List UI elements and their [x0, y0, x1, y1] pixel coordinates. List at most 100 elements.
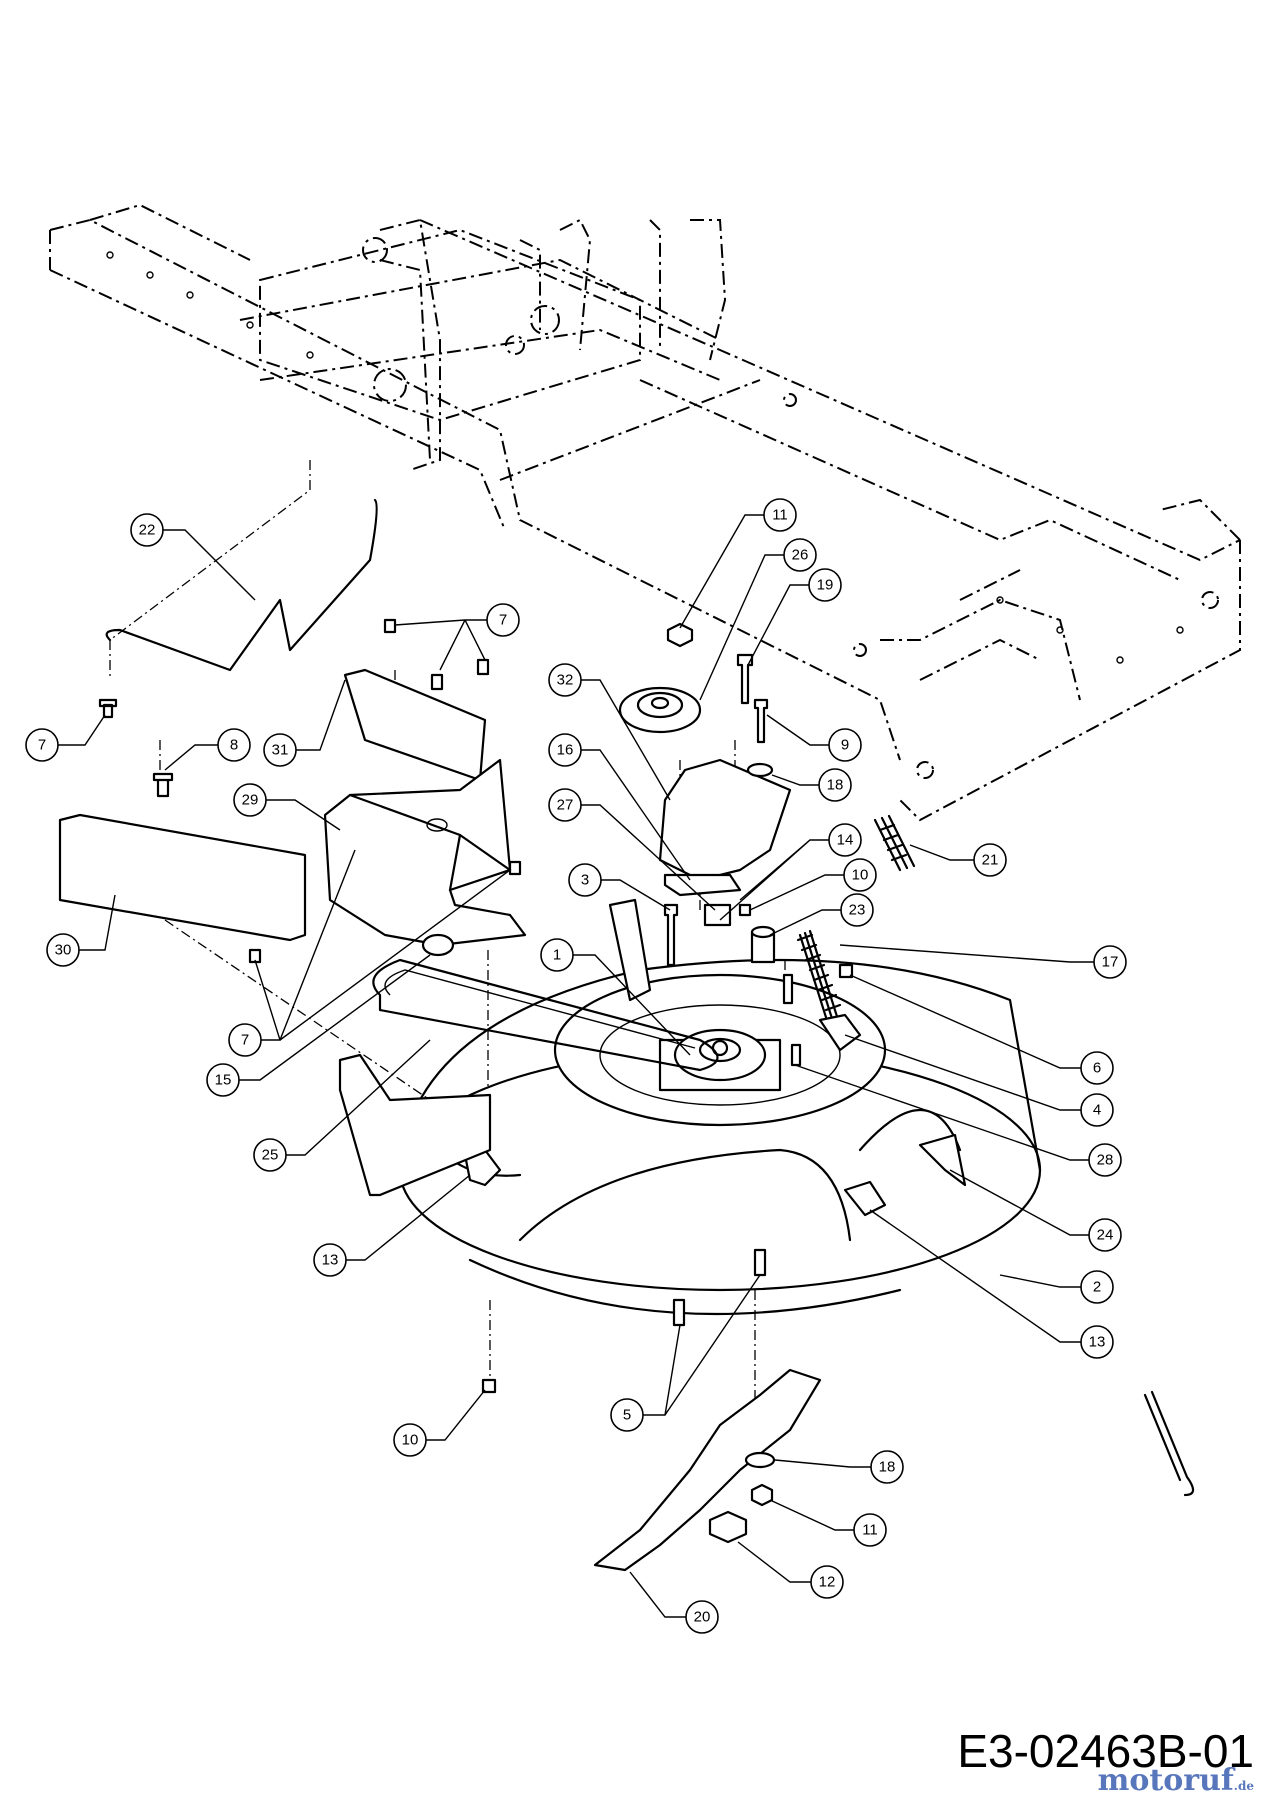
callout-9: 9: [828, 728, 862, 762]
part-20-blade: [593, 1368, 822, 1572]
svg-text:13: 13: [1089, 1334, 1106, 1351]
svg-text:11: 11: [772, 507, 788, 524]
part-3-bolt: [663, 903, 679, 967]
part-9-bolt: [753, 698, 769, 744]
callout-6: 6: [1080, 1051, 1114, 1085]
part-12-blade-adapter: [708, 1510, 748, 1544]
callout-25: 25: [253, 1138, 287, 1172]
svg-text:6: 6: [1093, 1060, 1101, 1077]
mower-deck: [398, 958, 1042, 1316]
tractor-frame: [49, 203, 1241, 822]
callout-31: 31: [263, 733, 297, 767]
callout-11-top: 11: [763, 498, 797, 532]
svg-text:32: 32: [557, 672, 574, 689]
svg-text:5: 5: [623, 1407, 631, 1424]
svg-text:13: 13: [322, 1252, 339, 1269]
callout-3: 3: [568, 863, 602, 897]
svg-text:22: 22: [139, 522, 156, 539]
spare-spring: [1143, 1390, 1195, 1497]
svg-text:7: 7: [241, 1032, 249, 1049]
part-22-rod: [105, 498, 378, 672]
part-11-nut-lower: [750, 1483, 774, 1507]
part-bracket-1: [608, 898, 652, 1002]
svg-text:12: 12: [819, 1574, 836, 1591]
callout-24: 24: [1088, 1218, 1122, 1252]
svg-text:9: 9: [841, 737, 849, 754]
callout-29: 29: [233, 783, 267, 817]
svg-text:24: 24: [1097, 1227, 1114, 1244]
svg-text:18: 18: [879, 1459, 896, 1476]
callout-12: 12: [810, 1565, 844, 1599]
part-10-nut-lower: [481, 1378, 497, 1394]
part-27-plate: [703, 903, 732, 927]
callout-2: 2: [1080, 1270, 1114, 1304]
part-28-pin: [782, 973, 794, 1005]
callout-16: 16: [548, 733, 582, 767]
svg-text:3: 3: [581, 872, 589, 889]
callout-4: 4: [1080, 1093, 1114, 1127]
part-13-clip-right: [843, 1180, 887, 1217]
callout-23: 23: [840, 893, 874, 927]
drawing-code: E3-02463B-01: [957, 1725, 1254, 1777]
svg-text:29: 29: [242, 792, 259, 809]
part-26-idler-pulley: [618, 686, 702, 734]
svg-text:4: 4: [1093, 1102, 1101, 1119]
watermark-tld: .de: [1233, 1779, 1254, 1793]
svg-text:21: 21: [982, 852, 999, 869]
svg-text:17: 17: [1102, 954, 1119, 971]
svg-text:16: 16: [557, 742, 574, 759]
callout-18-top: 18: [818, 768, 852, 802]
callout-19: 19: [808, 568, 842, 602]
callout-13-right: 13: [1080, 1325, 1114, 1359]
part-17-spring: [798, 929, 842, 1032]
watermark-brand: motoruf: [1097, 1763, 1234, 1798]
svg-text:8: 8: [230, 737, 238, 754]
callout-10-mid: 10: [843, 858, 877, 892]
callout-27: 27: [548, 788, 582, 822]
svg-text:27: 27: [557, 797, 574, 814]
callout-10-lower: 10: [393, 1423, 427, 1457]
part-11-nut: [666, 622, 694, 648]
callout-14: 14: [828, 823, 862, 857]
svg-text:30: 30: [55, 942, 72, 959]
svg-text:11: 11: [862, 1522, 878, 1539]
watermark-logo[interactable]: motoruf.de: [1098, 1763, 1254, 1798]
svg-text:18: 18: [827, 777, 844, 794]
svg-text:14: 14: [837, 832, 854, 849]
callout-11-lower: 11: [853, 1513, 887, 1547]
callout-5: 5: [610, 1398, 644, 1432]
part-31-bracket: [343, 668, 487, 782]
svg-text:25: 25: [262, 1147, 279, 1164]
svg-text:10: 10: [852, 867, 869, 884]
part-25-belt-guard: [338, 1053, 492, 1197]
callout-18-lower: 18: [870, 1450, 904, 1484]
part-30-cover-plate: [58, 813, 307, 942]
grommet-part: [421, 933, 455, 957]
svg-text:26: 26: [792, 547, 809, 564]
svg-text:10: 10: [402, 1432, 419, 1449]
callout-1: 1: [540, 938, 574, 972]
callout-26: 26: [783, 538, 817, 572]
part-5-bolt-left: [672, 1298, 686, 1327]
svg-text:20: 20: [694, 1609, 711, 1626]
svg-text:15: 15: [215, 1072, 232, 1089]
leader-lines: [57, 514, 1095, 1618]
callout-20: 20: [685, 1600, 719, 1634]
svg-text:2: 2: [1093, 1279, 1101, 1296]
svg-text:31: 31: [272, 742, 289, 759]
part-6-bolt: [838, 963, 854, 979]
callout-17: 17: [1093, 945, 1127, 979]
svg-text:1: 1: [553, 947, 561, 964]
callout-13-left: 13: [313, 1243, 347, 1277]
callout-30: 30: [46, 933, 80, 967]
part-32-idler-arm: [658, 758, 792, 882]
svg-text:23: 23: [849, 902, 866, 919]
svg-text:19: 19: [817, 577, 834, 594]
part-18-washer: [746, 762, 774, 778]
svg-text:7: 7: [38, 737, 46, 754]
callout-32: 32: [548, 663, 582, 697]
part-18-washer-lower: [744, 1451, 776, 1469]
part-29-housing: [323, 758, 527, 947]
part-15-belt: [372, 958, 719, 1072]
svg-text:28: 28: [1097, 1152, 1114, 1169]
